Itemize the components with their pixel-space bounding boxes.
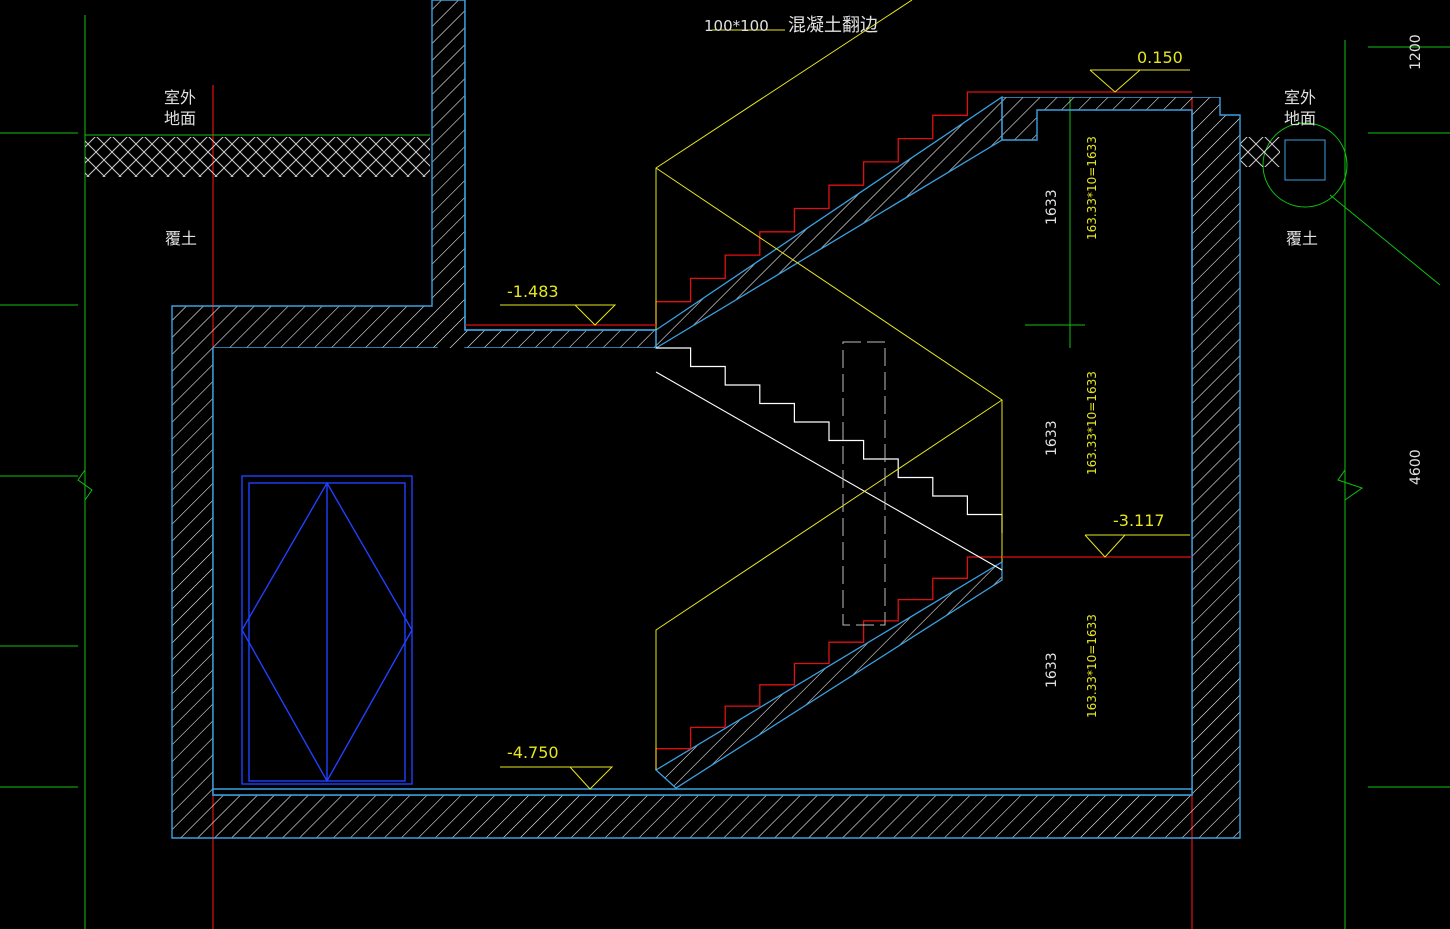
handrail-dash xyxy=(842,341,886,626)
elevation-landing-mid: -3.117 xyxy=(1113,511,1165,530)
soil-hatch-right xyxy=(1240,137,1280,167)
flight-formula-1: 163.33*10=1633 xyxy=(1085,136,1099,240)
right-dim-1200: 1200 xyxy=(1408,34,1424,70)
left-soil-label: 覆土 xyxy=(165,229,197,248)
flight-height-1: 1633 xyxy=(1044,189,1060,225)
elevation-floor: -4.750 xyxy=(507,743,559,762)
right-dim-4600: 4600 xyxy=(1408,449,1424,485)
door-elevation xyxy=(241,475,413,785)
left-ground-label-1: 室外 xyxy=(164,88,196,107)
flight-formula-2: 163.33*10=1633 xyxy=(1085,371,1099,475)
stair-flight-middle xyxy=(655,347,1003,571)
guide-lines xyxy=(655,0,1003,770)
right-ground-label-1: 室外 xyxy=(1284,88,1316,107)
elevation-markers xyxy=(500,69,1190,790)
left-ground-label-2: 地面 xyxy=(164,109,196,128)
detail-box xyxy=(1284,139,1326,181)
stair-flight-lower xyxy=(654,556,1003,789)
annotation-note: 混凝土翻边 xyxy=(788,15,878,36)
annotation-size: 100*100 xyxy=(704,17,769,35)
right-soil-label: 覆土 xyxy=(1286,229,1318,248)
right-ground-label-2: 地面 xyxy=(1284,109,1316,128)
flight-height-2: 1633 xyxy=(1044,420,1060,456)
elevation-top: 0.150 xyxy=(1137,48,1183,67)
flight-height-3: 1633 xyxy=(1044,652,1060,688)
stair-flight-upper xyxy=(655,91,1003,350)
soil-hatch-left xyxy=(85,137,430,177)
elevation-landing-upper: -1.483 xyxy=(507,282,559,301)
flight-formula-3: 163.33*10=1633 xyxy=(1085,614,1099,718)
